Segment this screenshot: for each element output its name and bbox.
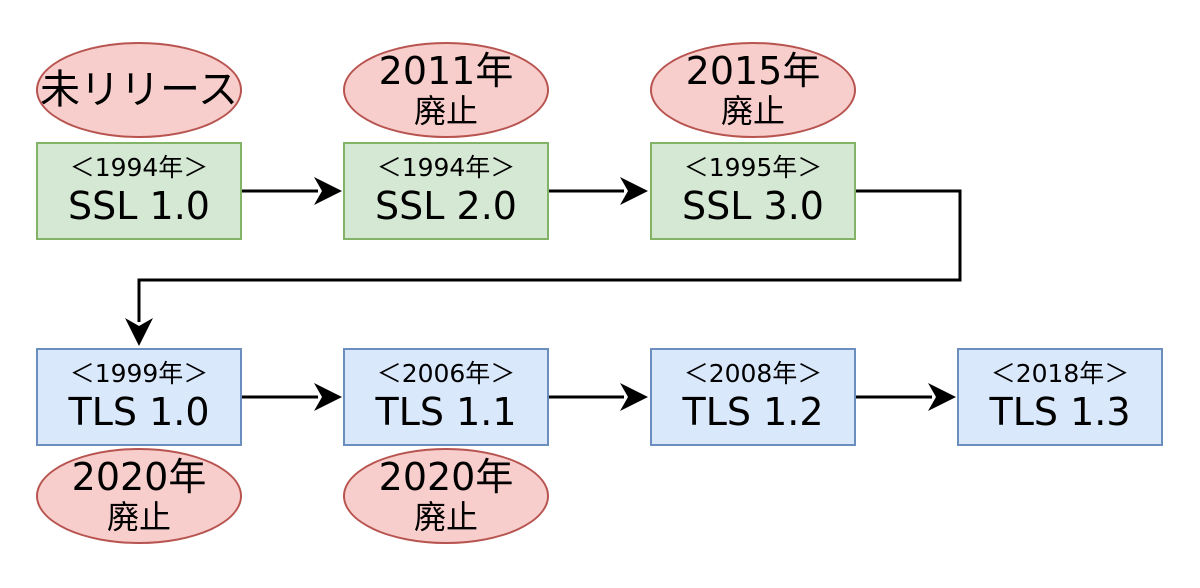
note-label: 廃止 — [106, 498, 171, 536]
note-tls-1-1-deprecated: 2020年 廃止 — [343, 448, 549, 544]
node-year: ＜2018年＞ — [990, 359, 1130, 388]
node-tls-1-0: ＜1999年＞ TLS 1.0 — [36, 348, 242, 446]
node-tls-1-1: ＜2006年＞ TLS 1.1 — [343, 348, 549, 446]
note-line: 未リリース — [40, 67, 238, 113]
arrow-ssl30-to-tls10 — [137, 189, 962, 322]
node-name: SSL 3.0 — [682, 184, 824, 228]
note-label: 廃止 — [720, 92, 785, 130]
node-ssl-2-0: ＜1994年＞ SSL 2.0 — [343, 142, 549, 240]
note-ssl-2-0-deprecated: 2011年 廃止 — [343, 42, 549, 138]
node-name: SSL 2.0 — [375, 184, 517, 228]
node-name: TLS 1.0 — [68, 390, 210, 434]
node-tls-1-3: ＜2018年＞ TLS 1.3 — [957, 348, 1163, 446]
node-year: ＜1995年＞ — [683, 153, 823, 182]
note-tls-1-0-deprecated: 2020年 廃止 — [36, 448, 242, 544]
node-name: SSL 1.0 — [68, 184, 210, 228]
node-year: ＜1994年＞ — [376, 153, 516, 182]
node-ssl-3-0: ＜1995年＞ SSL 3.0 — [650, 142, 856, 240]
note-year: 2015年 — [685, 49, 821, 93]
note-ssl-1-0-status: 未リリース — [36, 42, 242, 138]
node-name: TLS 1.2 — [682, 390, 824, 434]
node-year: ＜2008年＞ — [683, 359, 823, 388]
note-year: 2011年 — [378, 49, 514, 93]
node-tls-1-2: ＜2008年＞ TLS 1.2 — [650, 348, 856, 446]
node-year: ＜2006年＞ — [376, 359, 516, 388]
note-year: 2020年 — [71, 455, 207, 499]
note-year: 2020年 — [378, 455, 514, 499]
node-year: ＜1999年＞ — [69, 359, 209, 388]
node-name: TLS 1.3 — [989, 390, 1131, 434]
note-label: 廃止 — [413, 498, 478, 536]
node-year: ＜1994年＞ — [69, 153, 209, 182]
node-ssl-1-0: ＜1994年＞ SSL 1.0 — [36, 142, 242, 240]
note-ssl-3-0-deprecated: 2015年 廃止 — [650, 42, 856, 138]
node-name: TLS 1.1 — [375, 390, 517, 434]
note-label: 廃止 — [413, 92, 478, 130]
